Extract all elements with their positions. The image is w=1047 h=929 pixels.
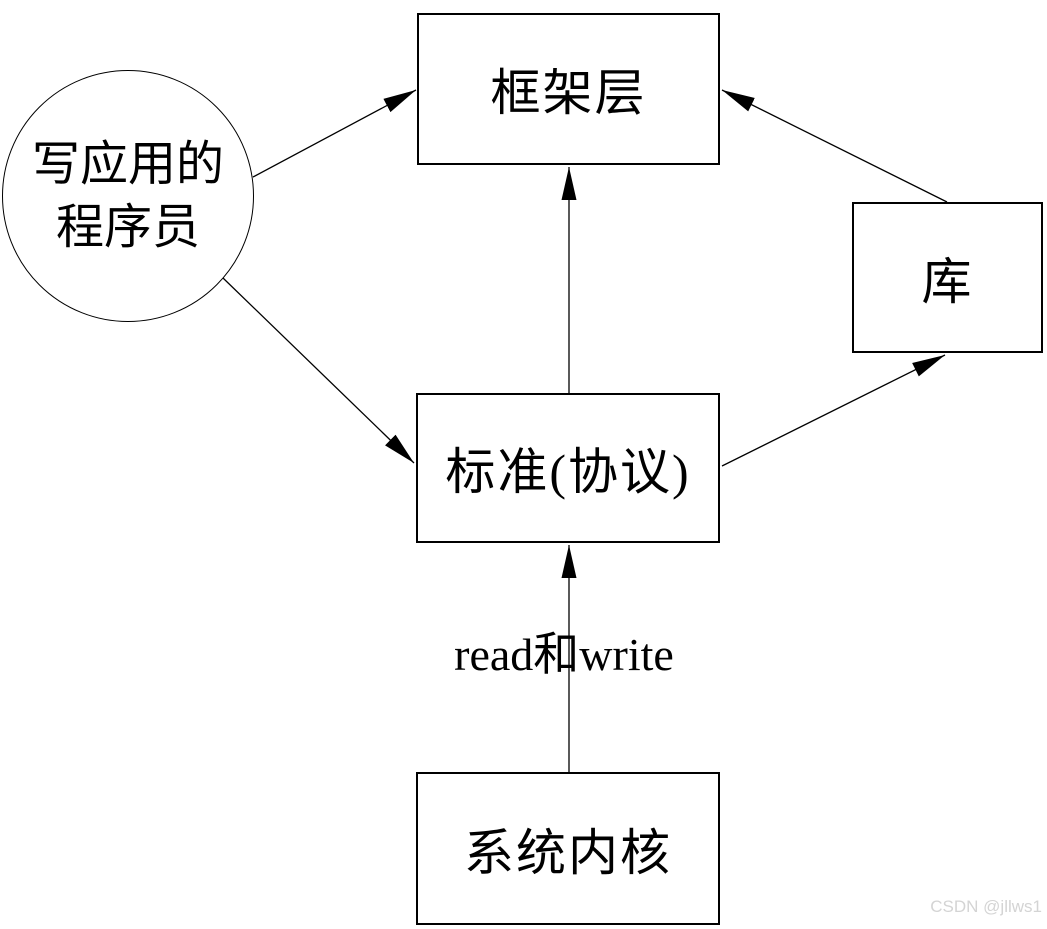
node-framework-label: 框架层: [490, 65, 647, 121]
node-framework-box: 框架层: [417, 13, 720, 165]
edge-programmer-to-framework: [252, 89, 417, 178]
node-library-box: 库: [852, 202, 1043, 353]
edge-library-to-framework: [721, 89, 948, 203]
edge-label-read-write: read和write: [454, 629, 674, 680]
node-kernel-box: 系统内核: [416, 772, 720, 925]
node-programmer-circle: 写应用的 程序员: [2, 70, 254, 322]
node-kernel-label: 系统内核: [464, 824, 672, 881]
watermark: CSDN @jllws1: [930, 897, 1042, 916]
edge-programmer-to-standard: [222, 277, 415, 464]
node-standard-label: 标准(协议): [445, 444, 691, 500]
node-library-label: 库: [921, 253, 974, 310]
edge-standard-to-library: [721, 354, 946, 467]
node-standard-box: 标准(协议): [416, 393, 720, 543]
node-programmer-label: 写应用的 程序员: [31, 137, 224, 254]
